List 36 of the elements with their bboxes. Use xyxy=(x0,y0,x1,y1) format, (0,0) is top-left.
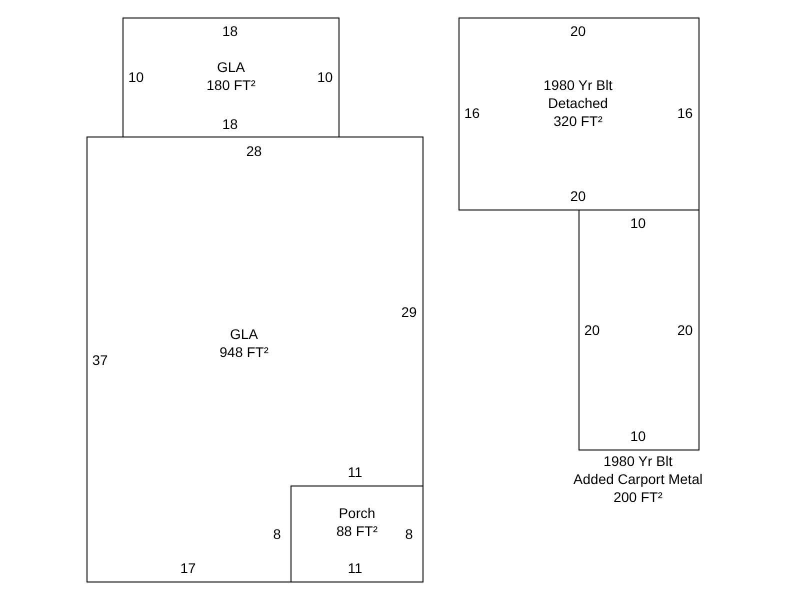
floor-plan-room xyxy=(459,18,699,210)
room-label: GLA xyxy=(216,58,246,76)
dimension-label: 16 xyxy=(464,105,480,121)
dimension-label: 29 xyxy=(401,304,417,320)
room-label: GLA xyxy=(229,325,259,343)
dimension-label: 8 xyxy=(405,526,413,542)
dimension-label: 20 xyxy=(584,322,600,338)
dimension-label: 20 xyxy=(677,322,693,338)
dimension-label: 8 xyxy=(273,526,281,542)
room-label: 200 FT² xyxy=(612,488,664,506)
dimension-label: 18 xyxy=(222,116,238,132)
room-label: Porch xyxy=(338,504,376,522)
dimension-label: 18 xyxy=(222,23,238,39)
dimension-label: 20 xyxy=(570,23,586,39)
room-label: 88 FT² xyxy=(336,522,378,540)
dimension-label: 10 xyxy=(128,69,144,85)
dimension-label: 28 xyxy=(246,143,262,159)
dimension-label: 10 xyxy=(317,69,333,85)
dimension-label: 11 xyxy=(348,560,362,576)
floor-plan-room xyxy=(87,137,423,582)
room-label: Detached xyxy=(547,94,609,112)
floor-plan-room xyxy=(123,18,339,137)
room-label: 320 FT² xyxy=(552,112,604,130)
room-label: 948 FT² xyxy=(220,343,268,361)
room-label: 1980 Yr Blt xyxy=(544,76,612,94)
room-label: 1980 Yr Blt xyxy=(602,452,674,470)
room-label: 180 FT² xyxy=(206,76,256,94)
dimension-label: 10 xyxy=(630,215,646,231)
dimension-label: 17 xyxy=(180,560,196,576)
dimension-label: 10 xyxy=(630,428,646,444)
room-label: Added Carport Metal xyxy=(573,470,703,488)
dimension-label: 20 xyxy=(570,188,586,204)
floor-plan-room xyxy=(291,486,423,582)
dimension-label: 16 xyxy=(677,105,693,121)
dimension-label: 37 xyxy=(92,352,108,368)
dimension-label: 11 xyxy=(348,464,362,480)
